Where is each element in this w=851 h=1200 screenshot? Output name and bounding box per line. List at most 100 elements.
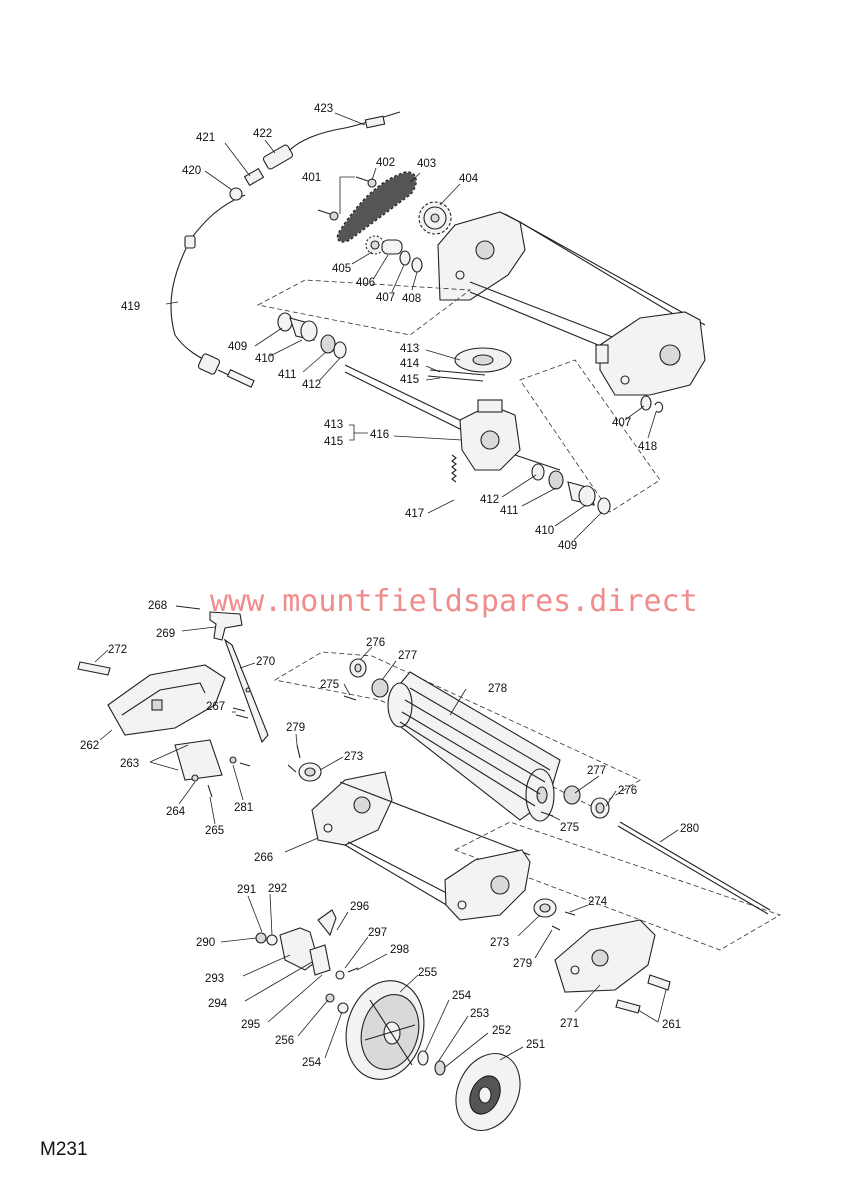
label-406: 406: [356, 277, 375, 289]
label-415-mid: 415: [324, 436, 343, 448]
cutting-cylinder: [387, 671, 561, 822]
label-409-left: 409: [228, 341, 247, 353]
lower-frame: [311, 771, 531, 921]
label-404: 404: [459, 173, 479, 185]
label-414: 414: [400, 358, 420, 370]
label-255: 255: [418, 967, 437, 979]
right-side-cover: [554, 919, 656, 993]
gearbox: [459, 399, 561, 471]
guide-outline-cylinder: [273, 651, 641, 809]
cylinder-parts-right: [540, 785, 610, 819]
label-277-right: 277: [587, 765, 606, 777]
label-272: 272: [108, 644, 127, 656]
label-297: 297: [368, 927, 387, 939]
label-411-right: 411: [500, 505, 518, 517]
bearing-housing-left: [287, 744, 322, 782]
height-adjust-assembly: [255, 909, 359, 1014]
label-275-right: 275: [560, 822, 579, 834]
label-419: 419: [121, 301, 140, 313]
cylinder-parts-left: [343, 658, 389, 701]
label-411-left: 411: [278, 369, 296, 381]
circlip-418: [654, 401, 664, 413]
label-263: 263: [120, 758, 139, 770]
label-273-right: 273: [490, 937, 509, 949]
bushes-406-408: [381, 239, 423, 273]
height-adjust-lever: [175, 605, 269, 744]
guide-outline-top: [256, 279, 472, 336]
label-407-top: 407: [376, 292, 395, 304]
label-253: 253: [470, 1008, 489, 1020]
upper-frame: [437, 211, 706, 396]
label-279-left: 279: [286, 722, 305, 734]
label-254-right: 254: [452, 990, 472, 1002]
bolts-267: [232, 707, 249, 719]
label-407-right: 407: [612, 417, 631, 429]
sprocket-404: [418, 201, 452, 235]
sprocket-405: [365, 235, 385, 255]
label-269: 269: [156, 628, 175, 640]
label-252: 252: [492, 1025, 511, 1037]
label-265: 265: [205, 825, 224, 837]
throttle-cable: [170, 111, 401, 388]
pulley-belt: [427, 347, 512, 382]
left-bearing-stack: [277, 312, 347, 359]
washer-407: [640, 395, 652, 411]
drive-axle: [344, 364, 471, 426]
label-274: 274: [588, 896, 608, 908]
label-412-right: 412: [480, 494, 499, 506]
leader-lines: [94, 112, 679, 1069]
label-295: 295: [241, 1019, 260, 1031]
label-251: 251: [526, 1039, 545, 1051]
label-413-mid: 413: [324, 419, 343, 431]
label-292: 292: [268, 883, 287, 895]
label-298: 298: [390, 944, 409, 956]
left-side-cover: [107, 664, 226, 736]
label-278: 278: [488, 683, 507, 695]
hub-cap: [455, 1053, 521, 1131]
label-418: 418: [638, 441, 657, 453]
label-270: 270: [256, 656, 275, 668]
label-415-top: 415: [400, 374, 419, 386]
label-408: 408: [402, 293, 421, 305]
bearing-housing-right: [533, 898, 576, 931]
label-410-right: 410: [535, 525, 554, 537]
label-403: 403: [417, 158, 436, 170]
shaft-280: [619, 821, 771, 911]
right-bearing-stack: [531, 463, 611, 515]
label-416: 416: [370, 429, 389, 441]
label-280: 280: [680, 823, 699, 835]
label-254-left: 254: [302, 1057, 322, 1069]
label-267: 267: [206, 701, 225, 713]
label-422: 422: [253, 128, 272, 140]
label-261: 261: [662, 1019, 681, 1031]
label-279-right: 279: [513, 958, 532, 970]
part-labels: 423 422 421 420 402 403 401 404 405 406 …: [80, 103, 699, 1069]
label-276-right: 276: [618, 785, 637, 797]
label-273-left: 273: [344, 751, 363, 763]
drive-chain: [336, 171, 417, 243]
label-409-right: 409: [558, 540, 577, 552]
guide-outline-shaft: [454, 821, 781, 951]
label-276-left: 276: [366, 637, 385, 649]
label-256: 256: [275, 1035, 294, 1047]
label-402: 402: [376, 157, 395, 169]
label-296: 296: [350, 901, 369, 913]
label-291: 291: [237, 884, 256, 896]
bolt-272: [77, 661, 111, 676]
label-423: 423: [314, 103, 333, 115]
wheel-fixings-right: [417, 1050, 446, 1076]
label-417: 417: [405, 508, 424, 520]
diagram-code: M231: [40, 1139, 88, 1160]
label-281: 281: [234, 802, 253, 814]
label-294: 294: [208, 998, 228, 1010]
bolts-261: [615, 974, 671, 1014]
label-413-top: 413: [400, 343, 419, 355]
label-266: 266: [254, 852, 273, 864]
label-410-left: 410: [255, 353, 274, 365]
label-268: 268: [148, 600, 167, 612]
watermark: www.mountfieldspares.direct: [210, 584, 698, 619]
label-264: 264: [166, 806, 186, 818]
label-275-left: 275: [320, 679, 339, 691]
bracket-assembly: [174, 739, 251, 798]
